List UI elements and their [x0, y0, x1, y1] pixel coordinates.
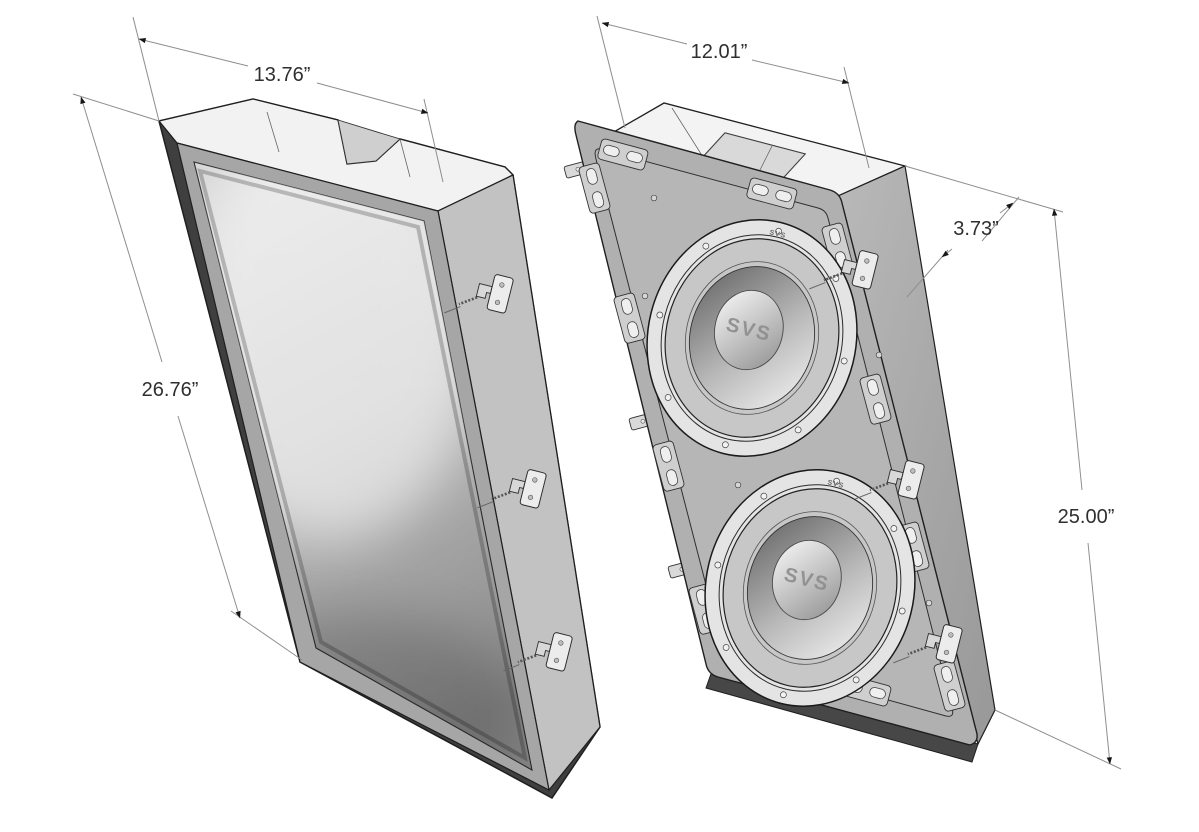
subwoofer-cabinet [563, 102, 996, 763]
dim-cabinet-depth-a [941, 248, 953, 258]
dim-cabinet-height-a [1052, 208, 1083, 491]
dim-grille-width-a [138, 38, 249, 67]
dim-cabinet-depth-b [999, 202, 1014, 214]
ext-grille-height-top [72, 93, 160, 122]
dim-cabinet-width-b [751, 59, 850, 85]
label-grille-height: 26.76” [142, 379, 199, 401]
ext-grille-width-left [132, 16, 160, 122]
ext-cabinet-height-bottom [994, 709, 1122, 770]
ext-cabinet-width-left [596, 15, 626, 129]
dim-grille-height-b [177, 415, 241, 619]
ext-cabinet-depth-front [906, 249, 949, 298]
grille-panel [157, 98, 601, 799]
dim-cabinet-height-b [1087, 542, 1112, 765]
label-cabinet-depth: 3.73” [953, 218, 999, 240]
ext-grille-height-bottom [230, 610, 303, 661]
dimension-labels: 13.76” 12.01” 26.76” 25.00” 3.73” [142, 41, 1115, 528]
label-cabinet-height: 25.00” [1058, 506, 1115, 528]
dim-cabinet-width-a [601, 22, 688, 45]
dim-grille-width-b [316, 82, 429, 114]
ext-cabinet-height-top [904, 165, 1064, 213]
label-cabinet-width: 12.01” [691, 41, 748, 63]
dimension-lines [72, 15, 1122, 770]
grille-handle-notch [337, 119, 401, 165]
dim-grille-height-a [80, 96, 163, 363]
label-grille-width: 13.76” [254, 64, 311, 86]
